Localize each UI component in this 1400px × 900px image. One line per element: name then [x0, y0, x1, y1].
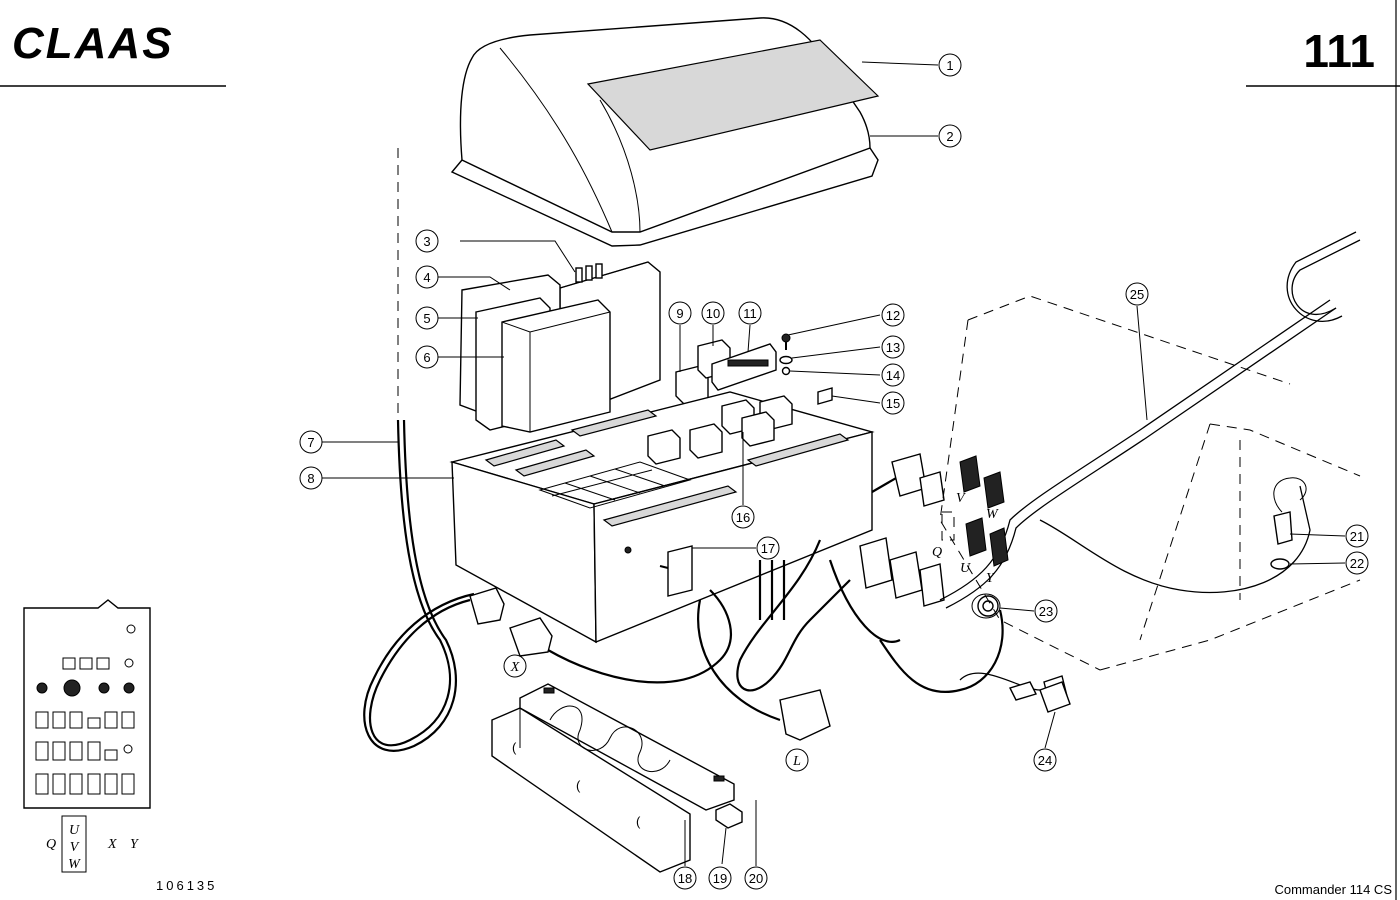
svg-text:20: 20: [749, 871, 763, 886]
leader-lines: [322, 61, 1346, 866]
svg-text:CLAAS: CLAAS: [12, 19, 174, 68]
svg-text:2: 2: [946, 129, 953, 144]
nut-19: [715, 803, 743, 829]
callout-9: 9: [668, 301, 692, 325]
connector-v: [959, 455, 981, 493]
connector-l-callout: L: [785, 748, 809, 772]
relay-module-group: [459, 261, 661, 433]
label-q: Q: [932, 545, 942, 560]
svg-text:(: (: [636, 814, 641, 829]
callout-11: 11: [738, 301, 762, 325]
callout-5: 5: [415, 306, 439, 330]
connector-y: [989, 527, 1009, 567]
svg-text:X: X: [510, 660, 520, 675]
clip-15: [817, 387, 833, 405]
callout-17: 17: [756, 536, 780, 560]
connector-q-slot: [941, 511, 955, 541]
legend-y: Y: [130, 837, 140, 852]
fuse-box-housing: [449, 391, 875, 644]
callout-23: 23: [1034, 599, 1058, 623]
callout-14: 14: [881, 363, 905, 387]
label-v: V: [956, 491, 966, 506]
callout-22: 22: [1345, 551, 1369, 575]
callout-24: 24: [1033, 748, 1057, 772]
svg-text:14: 14: [886, 368, 900, 383]
callout-21: 21: [1345, 524, 1369, 548]
callout-25: 25: [1125, 282, 1149, 306]
callout-18: 18: [673, 866, 697, 890]
callout-10: 10: [701, 301, 725, 325]
switch-21: [1273, 477, 1307, 545]
svg-text:L: L: [792, 754, 801, 769]
svg-text:(: (: [512, 740, 517, 755]
label-u: U: [960, 561, 971, 576]
connector-u: [965, 517, 987, 557]
grommet-23: [971, 593, 1001, 619]
nut-22: [1270, 558, 1290, 570]
callout-15: 15: [881, 391, 905, 415]
svg-text:19: 19: [713, 871, 727, 886]
svg-text:3: 3: [423, 234, 430, 249]
callout-20: 20: [744, 866, 768, 890]
washer-13: [779, 355, 793, 365]
svg-text:18: 18: [678, 871, 692, 886]
svg-text:17: 17: [761, 541, 775, 556]
callout-4: 4: [415, 265, 439, 289]
fuse-layout-legend: Q U V W X Y: [23, 599, 151, 873]
connector-x-callout: X: [503, 654, 527, 678]
svg-text:4: 4: [423, 270, 430, 285]
svg-text:8: 8: [307, 471, 314, 486]
callout-1: 1: [938, 53, 962, 77]
svg-text:15: 15: [886, 396, 900, 411]
callout-19: 19: [708, 866, 732, 890]
drawing-number: 106135: [156, 878, 217, 893]
label-y: Y: [986, 571, 996, 586]
callout-13: 13: [881, 335, 905, 359]
svg-text:23: 23: [1039, 604, 1053, 619]
callout-6: 6: [415, 345, 439, 369]
svg-text:10: 10: [706, 306, 720, 321]
mounting-rail-20: [519, 683, 735, 811]
socket-24: [1039, 681, 1071, 713]
cab-panel-outline: [939, 295, 1361, 671]
model-name: Commander 114 CS: [1274, 882, 1392, 897]
bracket-17: [659, 545, 693, 597]
callout-16: 16: [731, 505, 755, 529]
legend-u: U: [69, 823, 80, 838]
legend-v: V: [70, 840, 80, 855]
page-number: 111: [1303, 25, 1375, 77]
wiring-harness: [363, 148, 1361, 752]
callout-8: 8: [299, 466, 323, 490]
callout-7: 7: [299, 430, 323, 454]
svg-text:25: 25: [1130, 287, 1144, 302]
connector-w: [983, 471, 1005, 509]
svg-text:(: (: [576, 778, 581, 793]
callout-12: 12: [881, 303, 905, 327]
svg-text:11: 11: [743, 306, 757, 321]
nut-14: [781, 366, 791, 376]
cover-hood: [450, 17, 880, 247]
svg-text:24: 24: [1038, 753, 1052, 768]
svg-text:16: 16: [736, 510, 750, 525]
legend-w: W: [68, 857, 81, 872]
svg-text:6: 6: [423, 350, 430, 365]
screw-12: [781, 333, 791, 350]
legend-q: Q: [46, 837, 56, 852]
svg-text:9: 9: [676, 306, 683, 321]
callout-2: 2: [938, 124, 962, 148]
claas-logo: CLAAS: [12, 19, 174, 68]
svg-text:7: 7: [307, 435, 314, 450]
svg-text:22: 22: [1350, 556, 1364, 571]
svg-text:5: 5: [423, 311, 430, 326]
svg-text:12: 12: [886, 308, 900, 323]
svg-text:1: 1: [946, 58, 953, 73]
svg-text:13: 13: [886, 340, 900, 355]
label-w: W: [986, 507, 999, 522]
legend-x: X: [107, 837, 117, 852]
callout-3: 3: [415, 229, 439, 253]
circuit-board-11: [711, 343, 777, 391]
svg-text:21: 21: [1350, 529, 1364, 544]
